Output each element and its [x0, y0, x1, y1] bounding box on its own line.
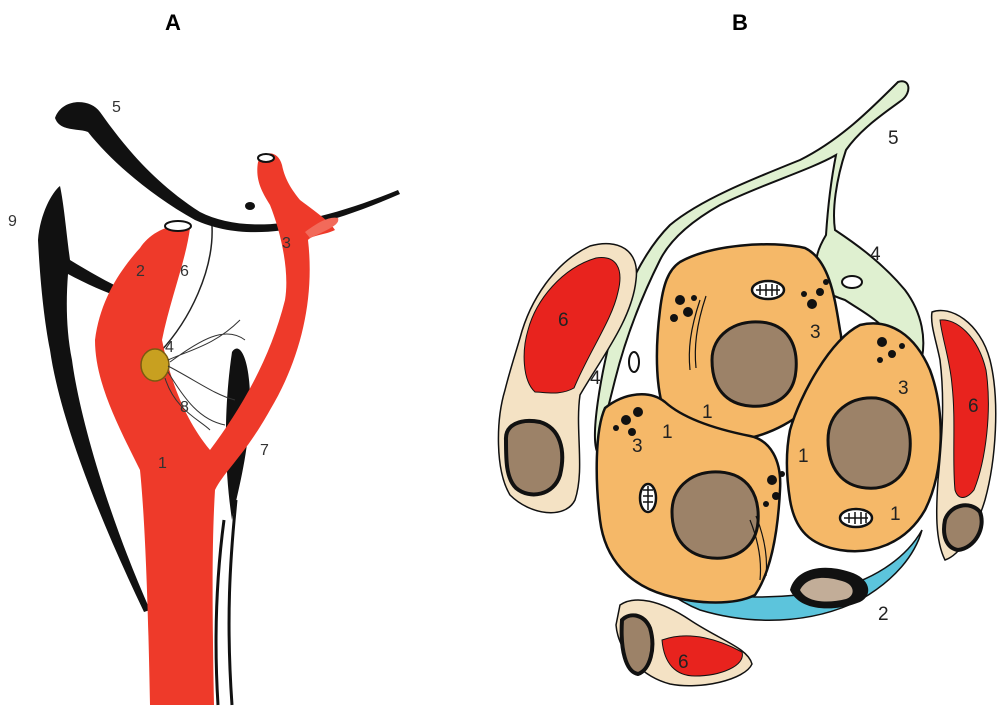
chief-nucleus-left	[672, 472, 758, 558]
label-b-2: 2	[878, 604, 889, 625]
label-b-5: 5	[888, 128, 899, 149]
label-b-1-top: 1	[702, 402, 713, 423]
label-b-1-bottom-right: 1	[890, 504, 901, 525]
nerve-7-trunk	[216, 500, 236, 705]
endothelial-nucleus-left	[506, 421, 562, 495]
label-b-1-left: 1	[662, 422, 673, 443]
chief-nucleus-top	[712, 322, 796, 406]
label-b-3-right: 3	[898, 378, 909, 399]
chief-nucleus-right	[828, 398, 910, 488]
panel-a-drawing: 1 2 3 4 5 6 7 8 9	[8, 99, 400, 705]
label-b-6-bottom: 6	[678, 652, 689, 673]
label-b-3-left: 3	[632, 436, 643, 457]
label-a-6: 6	[180, 263, 189, 280]
label-a-3: 3	[282, 235, 291, 252]
label-b-6-left: 6	[558, 310, 569, 331]
label-a-2: 2	[136, 263, 145, 280]
label-a-7: 7	[260, 442, 269, 459]
label-a-8: 8	[180, 399, 189, 416]
label-b-1-right: 1	[798, 446, 809, 467]
panel-b-drawing: 1 1 1 1 2 3 3 3 4 4 5 6 6 6	[498, 81, 995, 685]
artery-opening-left	[165, 221, 191, 231]
artery-opening-branch	[245, 202, 255, 210]
artery-opening-top	[258, 154, 274, 162]
label-b-6-right: 6	[968, 396, 979, 417]
nerve-5	[55, 102, 400, 232]
endothelial-nucleus-right	[944, 505, 982, 550]
label-a-1: 1	[158, 455, 167, 472]
label-b-3-top: 3	[810, 322, 821, 343]
label-b-4-top: 4	[870, 244, 881, 265]
label-b-4-left: 4	[590, 368, 601, 389]
endothelial-nucleus-bottom	[622, 615, 653, 674]
label-a-4: 4	[165, 339, 174, 356]
label-a-9: 9	[8, 213, 17, 230]
label-a-5: 5	[112, 99, 121, 116]
